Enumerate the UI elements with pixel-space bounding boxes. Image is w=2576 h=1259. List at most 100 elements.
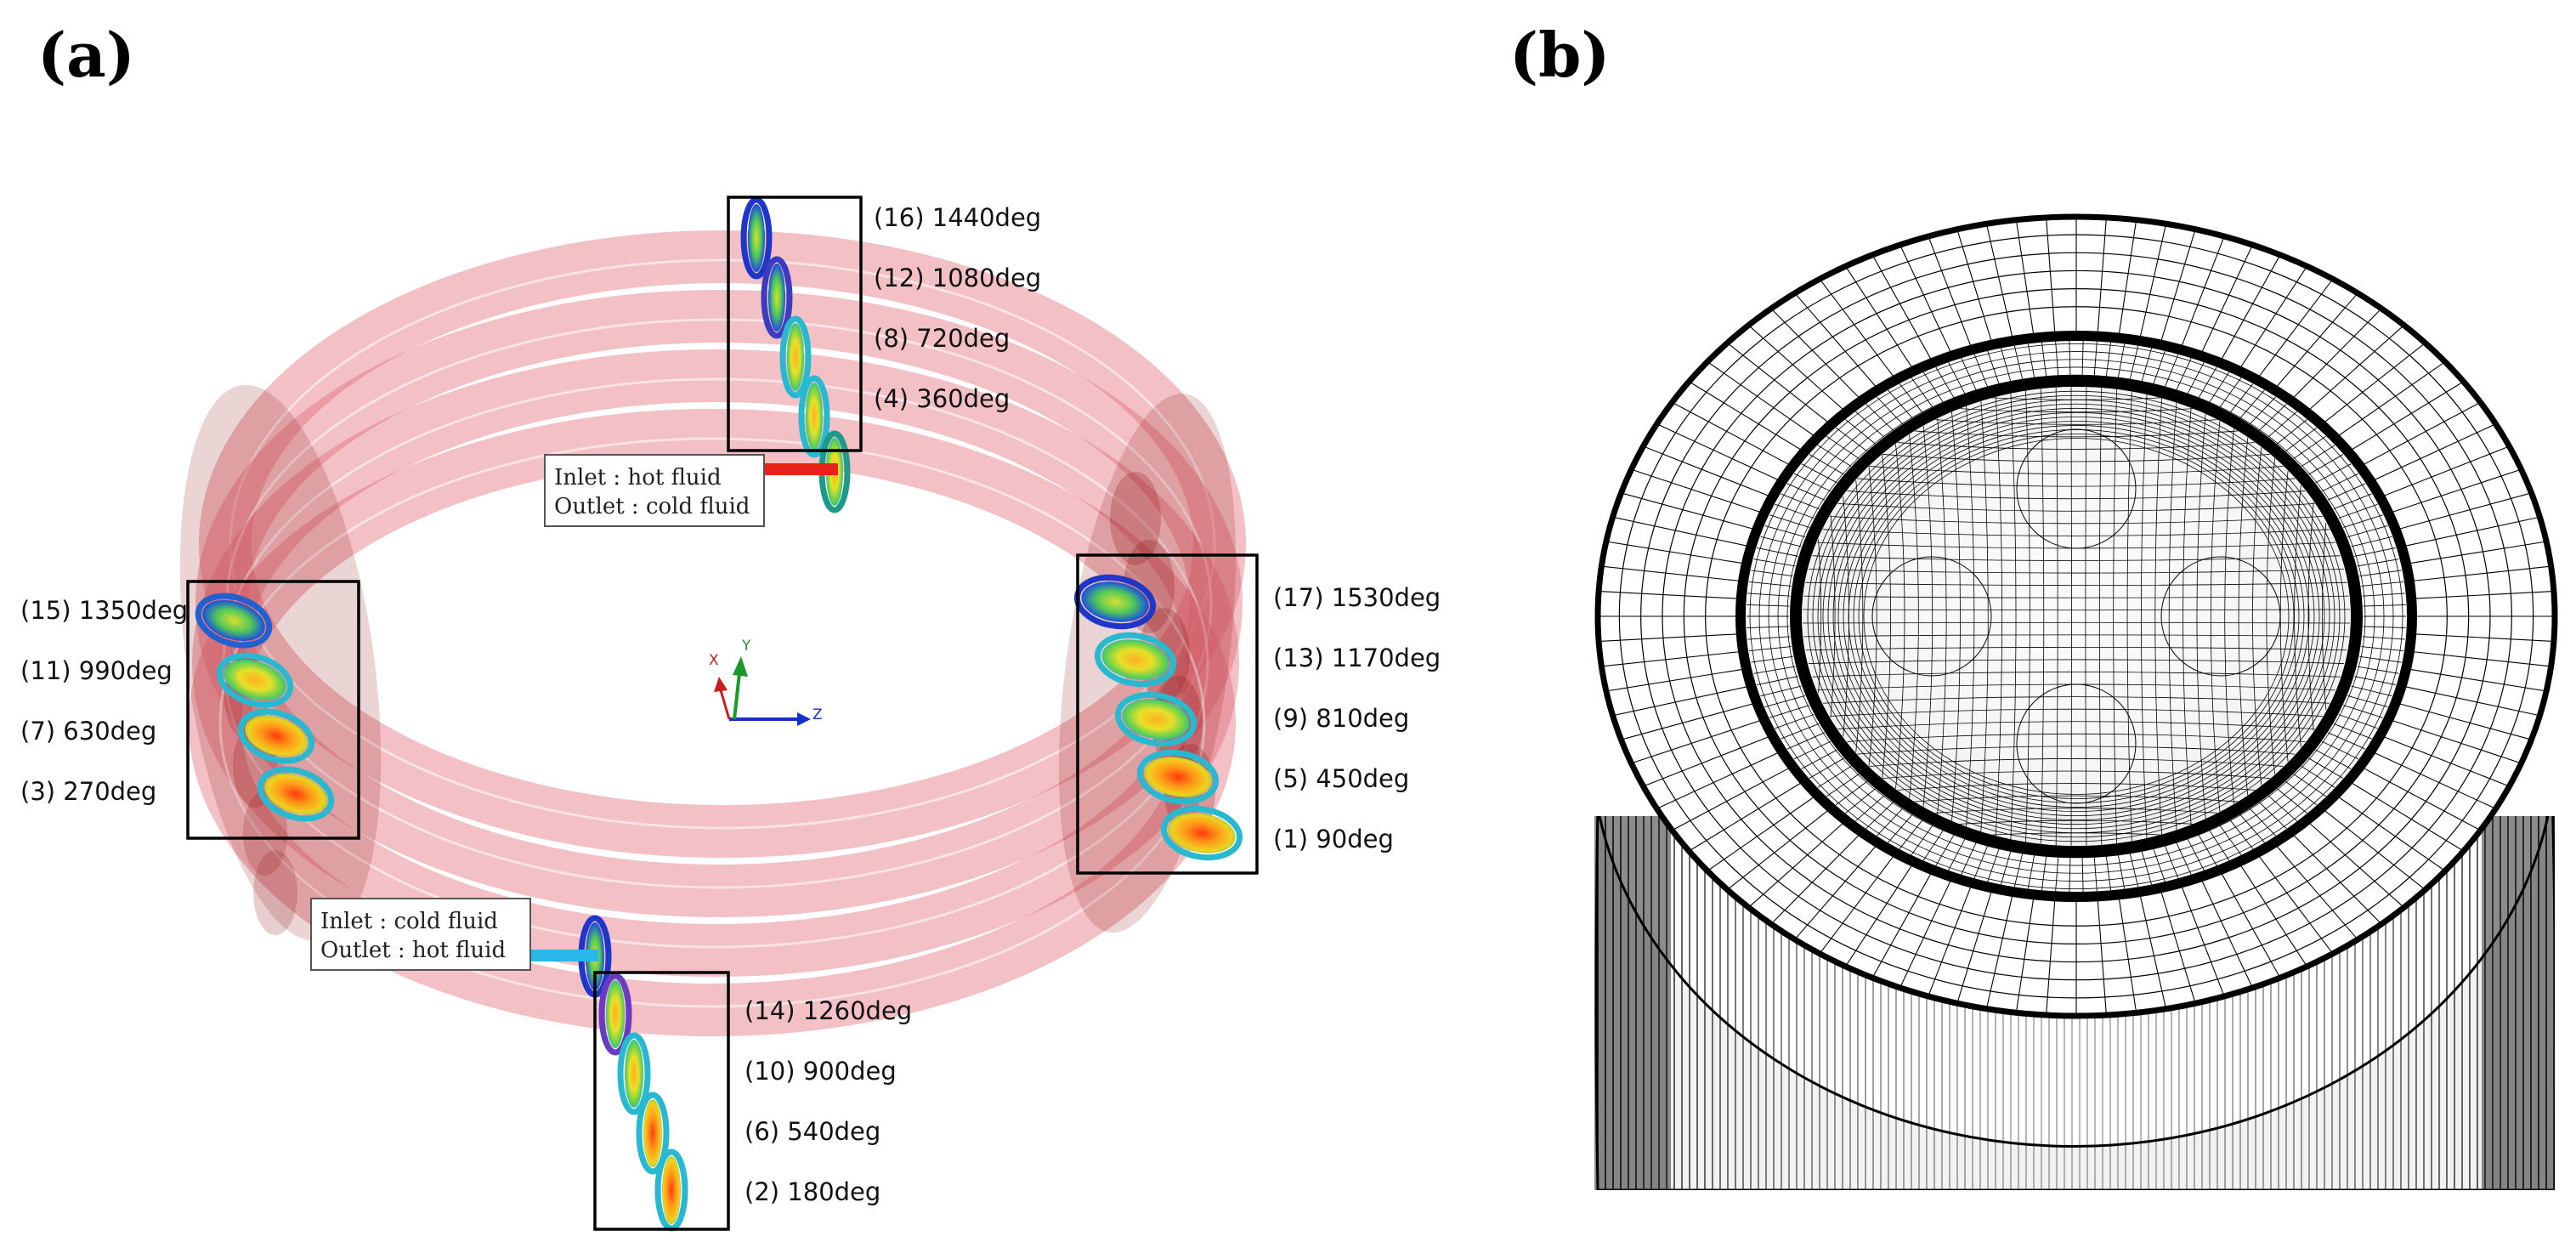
mesh-radial-line (1604, 651, 1740, 667)
mesh-radial-line (2097, 219, 2107, 334)
mesh-annulus-line (2285, 427, 2318, 451)
mesh-annulus-line (2357, 559, 2399, 567)
mesh-radial-line (2200, 247, 2252, 354)
marker-core (202, 600, 265, 641)
mesh-annulus-line (1781, 493, 1820, 510)
mesh-annulus-line (1760, 536, 1802, 547)
section-label-top: (12) 1080deg (874, 264, 1041, 292)
mesh-annulus-line (1826, 774, 1860, 797)
cross-section-marker (1136, 749, 1220, 805)
mesh-annulus-line (2081, 341, 2084, 376)
mesh-annulus-line (2301, 766, 2335, 788)
mesh-annulus-line (1888, 389, 1913, 419)
mesh-radial-line (2409, 541, 2545, 564)
mesh-radial-line (2337, 362, 2443, 437)
mesh-annulus-line (1948, 362, 1966, 394)
mesh-annulus-line (2308, 757, 2344, 779)
port-hot: Inlet : hot fluid Outlet : cold fluid (544, 454, 838, 527)
mesh-radial-line (2239, 268, 2307, 369)
mesh-annulus-line (1877, 808, 1903, 836)
mesh-annulus-line (1769, 705, 1809, 718)
mesh-annulus-line (2338, 503, 2378, 519)
mesh-annulus-line (1817, 766, 1852, 788)
mesh-radial-line (2292, 309, 2381, 399)
mesh-radial-line (1623, 493, 1753, 530)
mesh-annulus-line (2219, 377, 2242, 408)
mesh-body-surface (1594, 816, 2555, 1190)
mesh-annulus-line (1764, 525, 1805, 538)
marker-core (224, 660, 286, 700)
mesh-radial-line (2324, 343, 2424, 423)
marker-core (787, 323, 804, 391)
section-labels: (16) 1440deg(12) 1080deg(8) 720deg(4) 36… (20, 203, 1441, 1206)
mesh-annulus-line (2277, 419, 2307, 445)
mesh-annulus-line (2013, 345, 2024, 380)
mesh-radial-line (2160, 231, 2195, 343)
mesh-annulus-line (2362, 636, 2405, 640)
mesh-radial-line (2016, 897, 2035, 1011)
mesh-annulus-line (2351, 536, 2392, 547)
section-label-bottom: (6) 540deg (744, 1117, 880, 1146)
mesh-annulus-line (2343, 514, 2383, 528)
cross-section-marker (1160, 805, 1243, 861)
marker-ring (779, 315, 812, 399)
coil-turn-highlight (218, 437, 1206, 1008)
mesh-radial-line (2220, 257, 2279, 360)
mesh-annulus-line (2321, 473, 2359, 492)
mesh-annulus-line (2267, 795, 2297, 822)
mesh-radial-line (2181, 885, 2224, 995)
mesh-radial-line (2160, 890, 2195, 1001)
mesh-radial-line (2097, 899, 2107, 1013)
mesh-annulus-line (1899, 383, 1923, 413)
mesh-radial-line (1633, 469, 1761, 513)
marker-core (625, 1040, 643, 1108)
marker-ring (598, 973, 632, 1056)
mesh-radial-line (2399, 493, 2529, 530)
mesh-annulus-line (2343, 705, 2383, 718)
marker-core (1101, 639, 1169, 680)
mesh-annulus-line (1809, 757, 1844, 779)
mesh-annulus-ring (1758, 351, 2394, 882)
mesh-annulus-line (2165, 354, 2179, 388)
mesh-annulus-line (2328, 483, 2366, 501)
mesh-annulus-line (2361, 646, 2403, 652)
mesh-annulus-line (2055, 857, 2059, 892)
mesh-annulus-line (1835, 781, 1867, 806)
marker-ring (740, 196, 773, 280)
mesh-radial-line (1986, 893, 2013, 1007)
cross-section-marker (1094, 632, 1177, 688)
mesh-radial-line (2046, 219, 2056, 334)
section-label-right: (5) 450deg (1273, 764, 1409, 793)
section-label-left: (11) 990deg (20, 656, 173, 685)
mesh-radial-line (2351, 383, 2462, 451)
marker-core (1168, 813, 1236, 854)
mesh-annulus-line (2069, 341, 2071, 376)
mesh-annulus-line (2000, 348, 2012, 382)
mesh-radial-line (1873, 872, 1933, 976)
port-hot-line1: Inlet : hot fluid (554, 465, 722, 491)
mesh-radial-line (2413, 651, 2549, 667)
mesh-annulus-ring (1749, 343, 2403, 890)
mesh-annulus-line (2141, 348, 2153, 382)
mesh-radial-line (2200, 879, 2252, 986)
cross-section-marker (195, 593, 273, 649)
mesh-annulus-line (2105, 342, 2112, 377)
cross-section-marker (636, 1092, 670, 1175)
section-label-top: (8) 720deg (874, 324, 1010, 353)
mesh-annulus-line (1973, 845, 1988, 879)
axis-y-label: Y (741, 638, 751, 655)
mesh-radial-line (2292, 834, 2381, 923)
mesh-radial-line (1772, 834, 1860, 923)
mesh-annulus-line (1845, 419, 1876, 445)
mesh-annulus-line (2363, 604, 2406, 607)
port-cold-pipe (530, 950, 598, 961)
mesh-annulus-line (1987, 848, 2000, 882)
mesh-annulus-line (2093, 341, 2098, 376)
mesh-annulus-line (2041, 856, 2047, 891)
mesh-annulus-line (1845, 788, 1876, 814)
mesh-annulus-line (1786, 732, 1825, 750)
mesh-radial-line (2383, 446, 2507, 496)
mesh-radial-line (1608, 668, 1743, 692)
mesh-annulus-line (1769, 514, 1809, 528)
